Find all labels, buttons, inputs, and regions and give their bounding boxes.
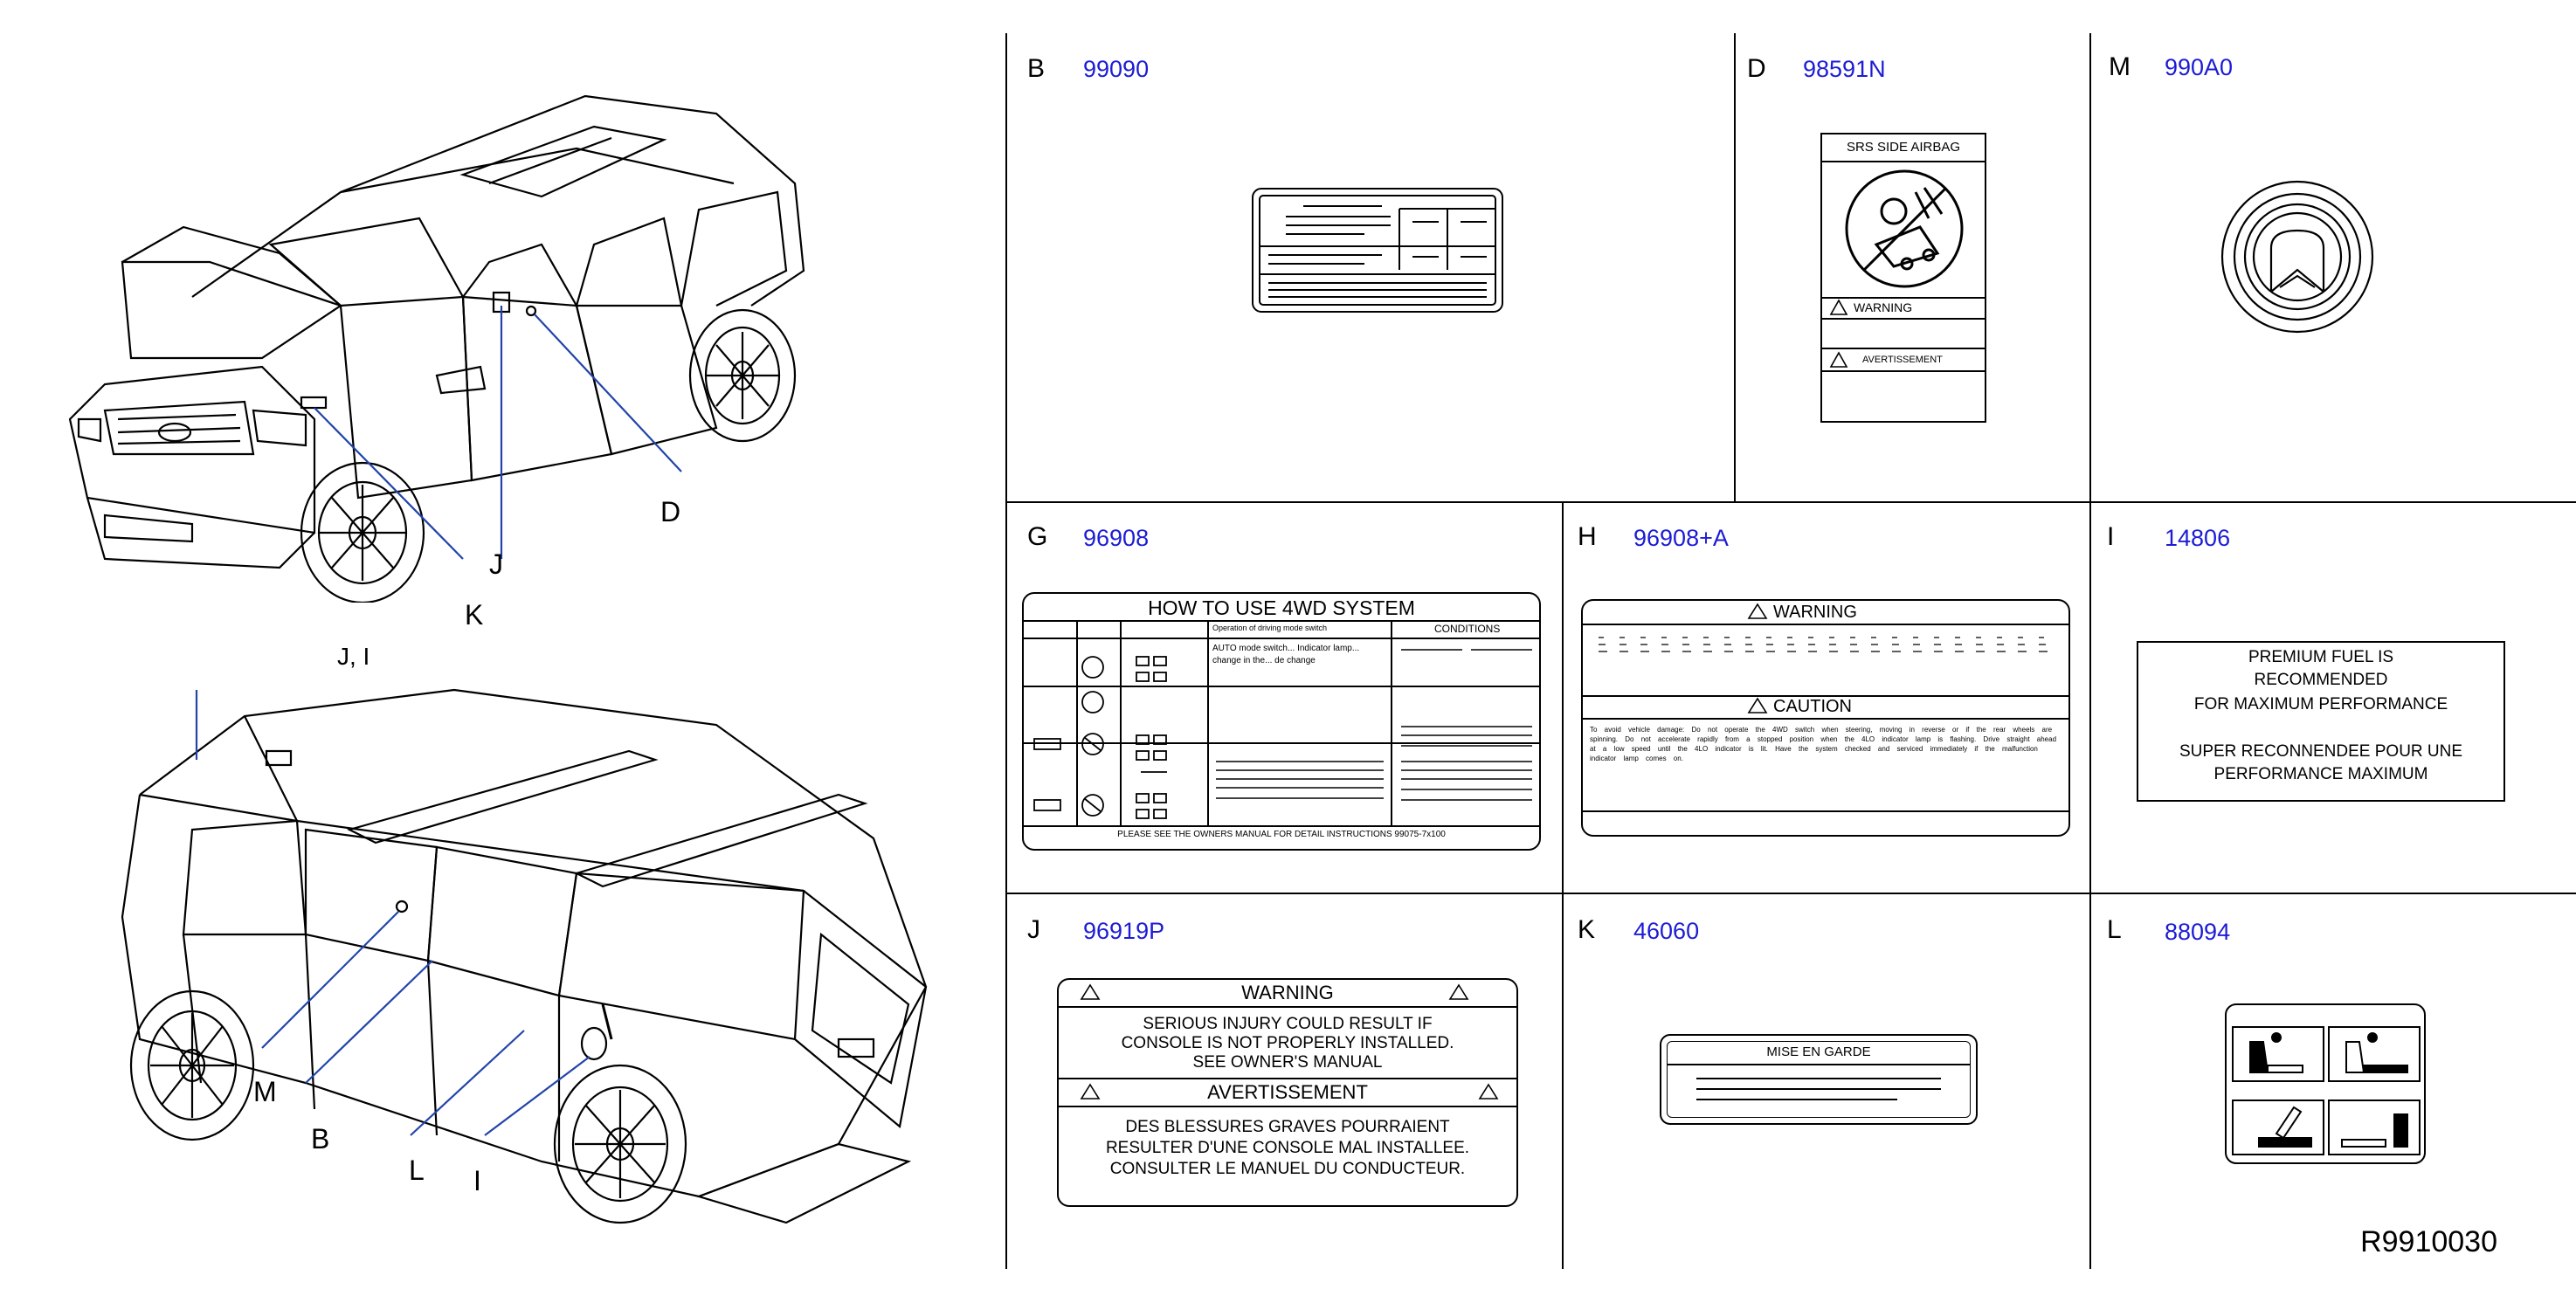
label-d-avertissement: AVERTISSEMENT <box>1862 355 1943 365</box>
panel-k-letter: K <box>1578 915 1596 944</box>
panel-d-code: 98591N <box>1803 56 1886 82</box>
label-h-warning-lines <box>1599 637 2053 652</box>
label-i-line3: FOR MAXIMUM PERFORMANCE <box>2193 695 2448 713</box>
panel-l-code: 88094 <box>2165 919 2231 945</box>
label-l-seat-graphic <box>2225 1003 2426 1164</box>
panel-b-code: 99090 <box>1083 56 1150 82</box>
callout-k: K <box>465 599 484 631</box>
label-j-fr3: CONSULTER LE MANUEL DU CONDUCTEUR. <box>1109 1160 1466 1178</box>
divider-hi <box>2089 501 2091 1269</box>
panel-m-letter: M <box>2109 52 2131 81</box>
label-i-line5: PERFORMANCE MAXIMUM <box>2213 765 2428 783</box>
label-h-caution-text: To avoid vehicle damage: Do not operate … <box>1590 726 2057 762</box>
caution-triangle-icon <box>1747 697 1768 713</box>
warning-triangle-icon-fr <box>1829 351 1848 368</box>
label-b-graphic <box>1252 188 1503 313</box>
label-i-line4: SUPER RECONNENDEE POUR UNE <box>2179 742 2463 761</box>
label-d: SRS SIDE AIRBAG WARNING AVERTISSEMENT <box>1820 133 1986 423</box>
callout-d: D <box>660 496 681 527</box>
panel-k-code: 46060 <box>1633 918 1700 944</box>
no-child-seat-icon <box>1845 169 1964 288</box>
warning-triangle-icon-h <box>1747 603 1768 619</box>
divider-dm <box>2089 33 2091 501</box>
label-g: HOW TO USE 4WD SYSTEM Operation of drivi… <box>1022 592 1541 851</box>
callout-top-label: J, I <box>337 643 370 670</box>
label-g-auto-text: AUTO mode switch... Indicator lamp... ch… <box>1212 644 1360 665</box>
warning-triangle-icon-j-fr-left <box>1080 1083 1101 1100</box>
divider-left <box>1005 33 1007 1269</box>
label-i-line2: RECOMMENDED <box>2254 671 2388 689</box>
divider-row2 <box>1005 893 2576 894</box>
label-g-title: HOW TO USE 4WD SYSTEM <box>1148 596 1415 619</box>
panel-b-letter: B <box>1027 54 1046 83</box>
label-j-en2: CONSOLE IS NOT PROPERLY INSTALLED. <box>1121 1034 1454 1052</box>
label-k: MISE EN GARDE <box>1660 1034 1978 1125</box>
callout-i: I <box>473 1165 481 1196</box>
divider-gh <box>1562 501 1564 1269</box>
4wd-mode-icons <box>1033 656 1167 819</box>
label-g-col-operation: Operation of driving mode switch <box>1212 624 1328 632</box>
warning-triangle-icon-j-left <box>1080 983 1101 1000</box>
panel-h-code: 96908+A <box>1633 525 1729 551</box>
label-h: WARNING CAUTION To avoid vehicle damage:… <box>1581 599 2070 837</box>
label-k-title: MISE EN GARDE <box>1766 1044 1871 1059</box>
label-m-round-graphic <box>2220 180 2374 334</box>
panel-i-letter: I <box>2107 522 2115 551</box>
label-h-warning: WARNING <box>1773 603 1857 622</box>
warning-triangle-icon <box>1829 299 1848 315</box>
callout-l: L <box>409 1155 425 1186</box>
label-d-title: SRS SIDE AIRBAG <box>1846 140 1961 155</box>
divider-row1 <box>1005 501 2576 503</box>
label-d-warning: WARNING <box>1854 300 1913 314</box>
label-g-footer: PLEASE SEE THE OWNERS MANUAL FOR DETAIL … <box>1117 830 1446 839</box>
panel-i-code: 14806 <box>2165 525 2231 551</box>
label-g-text-lines <box>1216 649 1532 801</box>
reference-number: R9910030 <box>2360 1225 2497 1258</box>
label-j-fr1: DES BLESSURES GRAVES POURRAIENT <box>1125 1118 1450 1136</box>
panel-j-letter: J <box>1027 915 1040 944</box>
vehicle-front-view <box>68 94 805 603</box>
label-j-en3: SEE OWNER'S MANUAL <box>1192 1053 1383 1072</box>
warning-triangle-icon-j-fr-right <box>1478 1083 1499 1100</box>
vehicle-rear-view <box>121 688 928 1224</box>
label-j-warning: WARNING <box>1241 982 1334 1003</box>
label-j: WARNING SERIOUS INJURY COULD RESULT IF C… <box>1057 978 1518 1207</box>
panel-l-letter: L <box>2107 915 2122 944</box>
label-j-avertissement: AVERTISSEMENT <box>1207 1081 1368 1103</box>
divider-bd <box>1734 33 1736 501</box>
panel-h-letter: H <box>1578 522 1597 551</box>
label-i: PREMIUM FUEL IS RECOMMENDED FOR MAXIMUM … <box>2137 641 2505 802</box>
panel-m-code: 990A0 <box>2165 54 2234 80</box>
callout-j: J <box>489 548 503 580</box>
label-i-line1: PREMIUM FUEL IS <box>2248 648 2394 666</box>
warning-triangle-icon-j-right <box>1448 983 1469 1000</box>
label-h-caution: CAUTION <box>1773 697 1852 716</box>
panel-d-letter: D <box>1747 54 1766 83</box>
label-j-fr2: RESULTER D'UNE CONSOLE MAL INSTALLEE. <box>1105 1139 1470 1157</box>
panel-j-code: 96919P <box>1083 918 1165 944</box>
callout-b: B <box>311 1123 330 1155</box>
panel-g-letter: G <box>1027 522 1048 551</box>
callout-m: M <box>253 1076 277 1107</box>
label-j-en1: SERIOUS INJURY COULD RESULT IF <box>1143 1015 1433 1033</box>
panel-g-code: 96908 <box>1083 525 1150 551</box>
label-g-col-conditions: CONDITIONS <box>1434 623 1501 635</box>
